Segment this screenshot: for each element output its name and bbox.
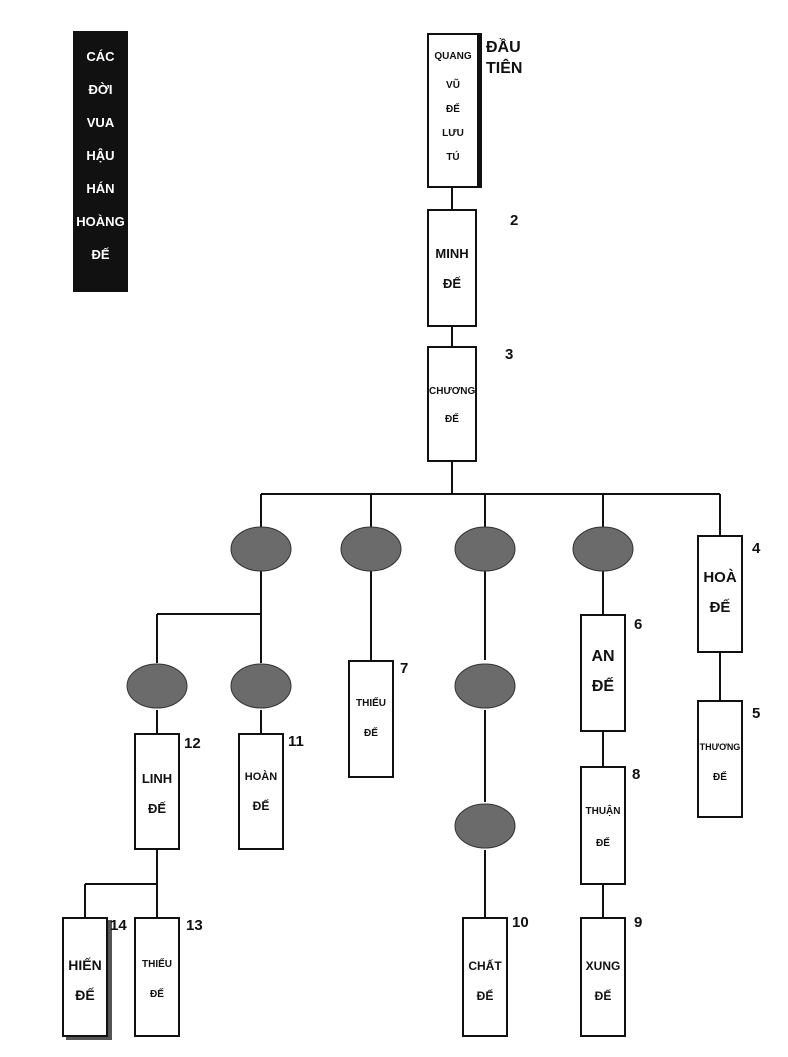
emperor-box-hien: HIẾN ĐẾ	[62, 917, 108, 1037]
ancestor-oval	[230, 526, 292, 572]
emperor-name-line: THUẬN	[585, 806, 621, 817]
emperor-name-line: XUNG	[585, 959, 621, 973]
emperor-name-line: VŨ	[446, 80, 460, 91]
emperor-name-line: LINH	[141, 771, 173, 786]
order-number: 5	[752, 705, 761, 722]
ancestor-oval	[454, 526, 516, 572]
emperor-box-xung: XUNG ĐẾ	[580, 917, 626, 1037]
emperor-box-thieu-13: THIẾU ĐẾ	[134, 917, 180, 1037]
ancestor-oval	[340, 526, 402, 572]
emperor-name-line: ĐẾ	[147, 801, 167, 816]
emperor-name-line: THIẾU	[356, 698, 386, 709]
emperor-box-quang-vu: QUANG VŨ ĐẾ LƯU TÚ	[427, 33, 479, 188]
emperor-name-line: ĐẾ	[713, 772, 727, 783]
title-line: HOÀNG	[76, 214, 125, 229]
emperor-name-line: ĐẾ	[476, 989, 494, 1003]
ancestor-oval	[126, 663, 188, 709]
ancestor-oval	[572, 526, 634, 572]
emperor-box-hoan: HOÀN ĐẾ	[238, 733, 284, 850]
emperor-name-line: QUANG	[434, 51, 472, 62]
connectors	[84, 188, 721, 917]
emperor-box-linh: LINH ĐẾ	[134, 733, 180, 850]
order-number: 8	[632, 766, 641, 783]
emperor-name-line: ĐẾ	[591, 678, 615, 695]
title-line: ĐẾ	[91, 247, 110, 262]
emperor-name-line: ĐẾ	[596, 838, 610, 849]
ancestor-ovals	[126, 526, 634, 849]
title-line: HẬU	[86, 148, 115, 163]
ancestor-oval	[454, 803, 516, 849]
emperor-box-minh: MINH ĐẾ	[427, 209, 477, 327]
emperor-name-line: ĐẾ	[252, 799, 270, 813]
emperor-name-line: ĐẾ	[446, 104, 460, 115]
diagram-title: CÁC ĐỜI VUA HẬU HÁN HOÀNG ĐẾ	[73, 31, 128, 292]
emperor-box-an: AN ĐẾ	[580, 614, 626, 732]
order-number: 12	[184, 735, 201, 752]
ancestor-oval	[230, 663, 292, 709]
emperor-name-line: ĐẾ	[709, 599, 731, 616]
order-number: 9	[634, 914, 643, 931]
order-number: 6	[634, 616, 643, 633]
order-number: 10	[512, 914, 529, 931]
emperor-name-line: MINH	[435, 246, 469, 261]
emperor-name-line: ĐẾ	[364, 728, 378, 739]
order-number: 2	[510, 212, 519, 229]
title-line: VUA	[86, 115, 115, 130]
title-line: ĐỜI	[88, 82, 113, 97]
emperor-name-line: LƯU	[442, 128, 464, 139]
emperor-box-thuong: THƯƠNG ĐẾ	[697, 700, 743, 818]
emperor-name-line: THIẾU	[142, 959, 172, 970]
title-line: HÁN	[86, 181, 115, 196]
emperor-name-line: CHẤT	[468, 959, 502, 973]
emperor-name-line: AN	[591, 648, 615, 665]
order-number: 11	[288, 733, 304, 750]
order-number: 4	[752, 540, 761, 557]
order-number: 13	[186, 917, 203, 934]
emperor-name-line: ĐẾ	[445, 414, 459, 425]
emperor-box-thuan: THUẬN ĐẾ	[580, 766, 626, 885]
order-number: 3	[505, 346, 514, 363]
emperor-name-line: ĐẾ	[442, 276, 462, 291]
title-line: CÁC	[86, 49, 115, 64]
ancestor-oval	[454, 663, 516, 709]
emperor-name-line: HOÀN	[244, 771, 278, 783]
emperor-box-chat: CHẤT ĐẾ	[462, 917, 508, 1037]
emperor-box-thieu-7: THIẾU ĐẾ	[348, 660, 394, 778]
order-number: 14	[110, 917, 127, 934]
emperor-name-line: HOÀ	[703, 569, 737, 586]
emperor-box-hoa: HOÀ ĐẾ	[697, 535, 743, 653]
order-number: 7	[400, 660, 409, 677]
emperor-box-chuong: CHƯƠNG ĐẾ	[427, 346, 477, 462]
emperor-name-line: ĐẾ	[594, 989, 612, 1003]
emperor-name-line: ĐẾ	[75, 987, 95, 1003]
emperor-name-line: HIẾN	[68, 957, 102, 973]
emperor-name-line: TÚ	[446, 152, 460, 163]
emperor-name-line: THƯƠNG	[699, 742, 741, 752]
emperor-name-line: ĐẾ	[150, 989, 164, 1000]
order-label-first: ĐẦU TIÊN	[486, 39, 523, 77]
emperor-name-line: CHƯƠNG	[429, 386, 476, 397]
